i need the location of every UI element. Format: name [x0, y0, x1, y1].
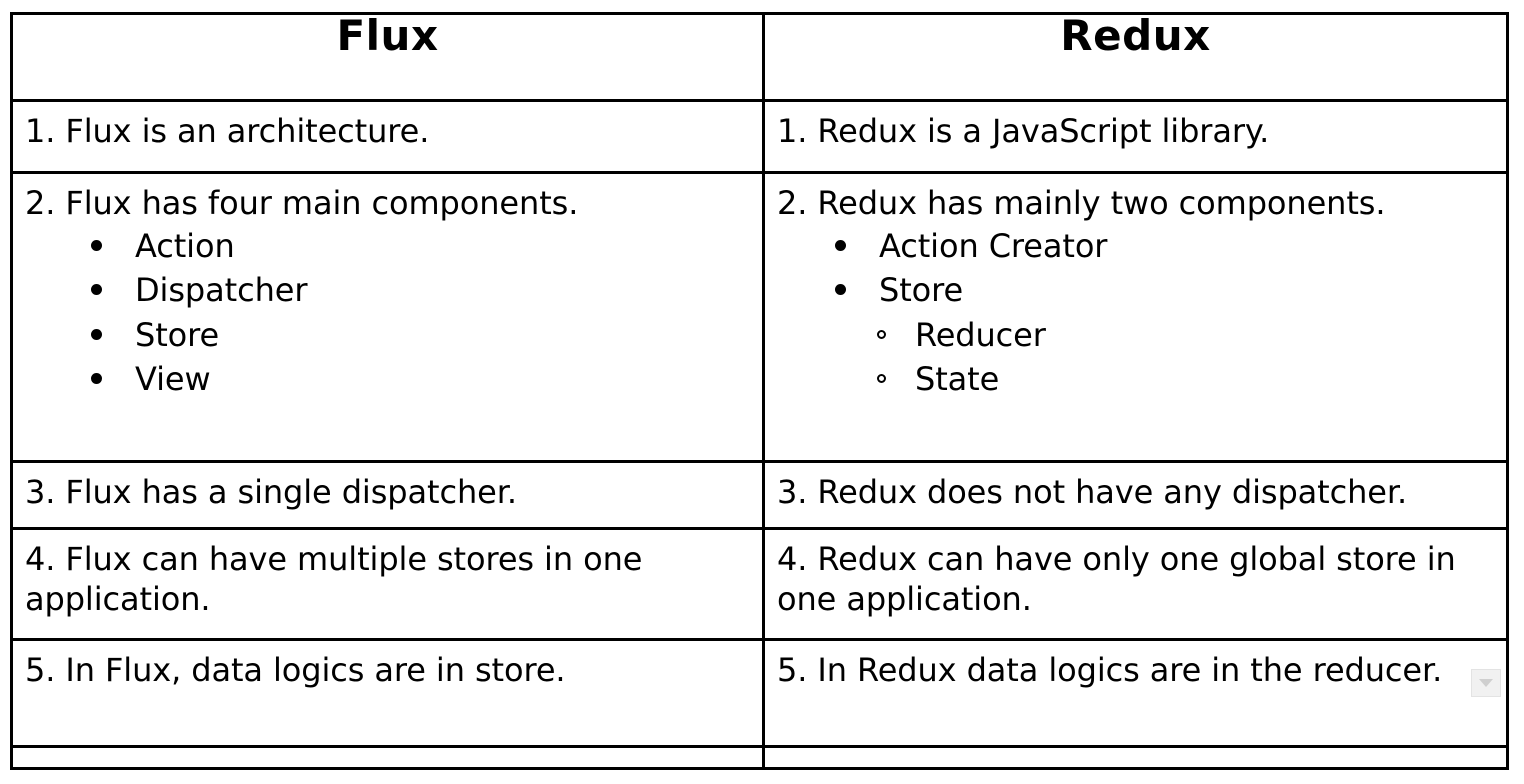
cell-content: 3. Redux does not have any dispatcher.	[765, 463, 1506, 522]
cell-flux-3: 3. Flux has a single dispatcher.	[10, 460, 765, 530]
cell-content: 4. Flux can have multiple stores in one …	[13, 530, 762, 630]
cell-content: 3. Flux has a single dispatcher.	[13, 463, 762, 522]
list-item-label: Action Creator	[879, 227, 1108, 266]
scroll-down-button[interactable]	[1471, 669, 1501, 697]
cell-redux-3: 3. Redux does not have any dispatcher.	[762, 460, 1509, 530]
cell-lead-text: 4. Redux can have only one global store …	[777, 540, 1456, 619]
list-item-label: Store	[879, 271, 964, 310]
header-row: Flux Redux	[10, 11, 1509, 102]
redux-components-list: Action Creator Store	[777, 224, 1492, 312]
cell-lead-text: 1. Redux is a JavaScript library.	[777, 112, 1270, 150]
cell-flux-1: 1. Flux is an architecture.	[10, 99, 765, 174]
list-item-label: State	[915, 359, 1000, 398]
redux-store-sublist: Reducer State	[777, 313, 1492, 401]
list-item-label: View	[135, 359, 211, 398]
cell-redux-1: 1. Redux is a JavaScript library.	[762, 99, 1509, 174]
cell-flux-2: 2. Flux has four main components. Action…	[10, 171, 765, 463]
cell-content	[765, 748, 1506, 767]
list-item-label: Reducer	[915, 315, 1046, 354]
cell-lead-text: 4. Flux can have multiple stores in one …	[25, 540, 643, 619]
cell-lead-text: 2. Flux has four main components.	[25, 184, 579, 222]
table-row: 4. Flux can have multiple stores in one …	[10, 527, 1509, 641]
flux-components-list: Action Dispatcher Store	[25, 224, 748, 401]
cell-flux-6-partial	[10, 745, 765, 770]
list-item: Dispatcher	[83, 268, 748, 312]
list-item: View	[83, 357, 748, 401]
cell-redux-5: 5. In Redux data logics are in the reduc…	[762, 638, 1509, 748]
bullet-dot-icon	[835, 240, 846, 252]
cell-redux-2: 2. Redux has mainly two components. Acti…	[762, 171, 1509, 463]
column-header-redux-label: Redux	[1060, 11, 1211, 60]
cell-content: 1. Redux is a JavaScript library.	[765, 102, 1506, 161]
column-header-flux: Flux	[10, 11, 765, 102]
bullet-dot-icon	[91, 372, 102, 384]
cell-content: 1. Flux is an architecture.	[13, 102, 762, 161]
table-row: 3. Flux has a single dispatcher. 3. Redu…	[10, 460, 1509, 530]
column-header-flux-label: Flux	[336, 11, 439, 60]
cell-lead-text: 3. Flux has a single dispatcher.	[25, 473, 517, 511]
list-item-label: Store	[135, 315, 220, 354]
cell-lead-text: 1. Flux is an architecture.	[25, 112, 430, 150]
list-item: Store	[827, 268, 1492, 312]
bullet-dot-icon	[91, 328, 102, 340]
chevron-down-icon	[1479, 679, 1493, 687]
bullet-ring-icon	[877, 329, 886, 339]
table-body: 1. Flux is an architecture. 1. Redux is …	[10, 99, 1509, 770]
list-item: Store	[83, 313, 748, 357]
cell-content: 2. Flux has four main components. Action…	[13, 174, 762, 411]
flux-redux-comparison-table: Flux Redux 1. Flux is an architecture. 1…	[10, 12, 1509, 770]
table-row: 1. Flux is an architecture. 1. Redux is …	[10, 99, 1509, 174]
list-item-label: Dispatcher	[135, 271, 308, 310]
cell-content: 2. Redux has mainly two components. Acti…	[765, 174, 1506, 411]
cell-flux-5: 5. In Flux, data logics are in store.	[10, 638, 765, 748]
cell-lead-text: 5. In Redux data logics are in the reduc…	[777, 651, 1443, 689]
cell-lead-text: 3. Redux does not have any dispatcher.	[777, 473, 1408, 511]
cell-content: 5. In Flux, data logics are in store.	[13, 641, 762, 700]
list-item-label: Action	[135, 227, 235, 266]
list-item: Reducer	[869, 313, 1492, 357]
column-header-redux: Redux	[762, 11, 1509, 102]
cell-flux-4: 4. Flux can have multiple stores in one …	[10, 527, 765, 641]
table-header: Flux Redux	[10, 11, 1509, 102]
table-row: 2. Flux has four main components. Action…	[10, 171, 1509, 463]
cell-lead-text: 2. Redux has mainly two components.	[777, 184, 1386, 222]
bullet-dot-icon	[91, 284, 102, 296]
cell-content: 4. Redux can have only one global store …	[765, 530, 1506, 630]
cell-redux-4: 4. Redux can have only one global store …	[762, 527, 1509, 641]
list-item: State	[869, 357, 1492, 401]
list-item: Action Creator	[827, 224, 1492, 268]
cell-content	[13, 748, 762, 767]
cell-content: 5. In Redux data logics are in the reduc…	[765, 641, 1506, 700]
cell-lead-text: 5. In Flux, data logics are in store.	[25, 651, 566, 689]
bullet-dot-icon	[835, 284, 846, 296]
bullet-ring-icon	[877, 374, 886, 384]
list-item: Action	[83, 224, 748, 268]
cell-redux-6-partial	[762, 745, 1509, 770]
table-row-partial	[10, 745, 1509, 770]
table-row: 5. In Flux, data logics are in store. 5.…	[10, 638, 1509, 748]
bullet-dot-icon	[91, 240, 102, 252]
